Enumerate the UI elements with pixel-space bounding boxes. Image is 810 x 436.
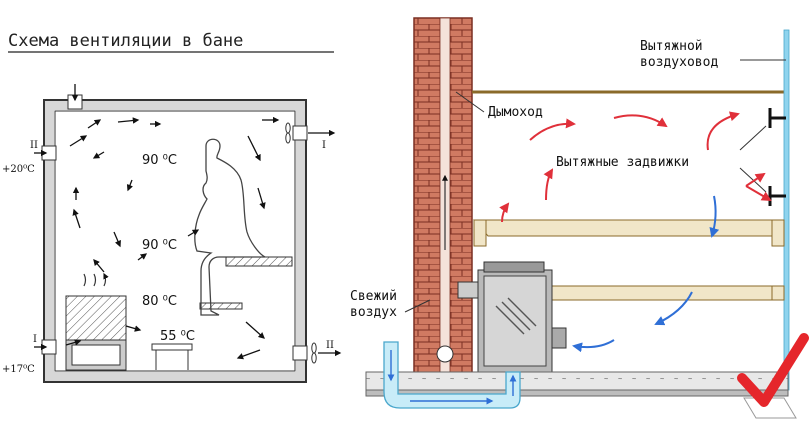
damper-leader-top <box>739 125 767 151</box>
upper-shelf-beam <box>472 219 785 247</box>
chimney-cleanout <box>436 345 454 363</box>
label-exhaust-duct-1: Вытяжной <box>640 39 703 54</box>
checkmark-icon <box>737 333 809 419</box>
exhaust-duct <box>783 29 790 391</box>
person-figure <box>194 138 266 316</box>
temp-inlet-top: +20⁰C <box>2 164 35 175</box>
label-roman-outlet-bottom: II <box>326 340 334 351</box>
fresh-air-duct <box>383 341 521 409</box>
label-exhaust-duct-2: воздуховод <box>640 55 718 70</box>
room-wall-outer <box>43 99 307 383</box>
label-roman-inlet-top: II <box>30 140 38 151</box>
room-wall-fill-bottom <box>45 372 305 381</box>
damper-top <box>768 108 786 128</box>
label-dampers: Вытяжные задвижки <box>556 155 689 170</box>
temp-label-90-mid: 90 ⁰C <box>142 238 177 253</box>
fan-icon <box>285 122 291 144</box>
chimney-leader <box>455 91 485 113</box>
temp-label-80: 80 ⁰C <box>142 294 177 309</box>
label-roman-outlet-top: I <box>322 140 326 151</box>
room-wall-fill-left <box>45 110 54 372</box>
fresh-air-leader <box>404 299 431 313</box>
cool-air-arrows <box>572 195 720 353</box>
step-shelf <box>199 302 243 310</box>
stove-unit <box>457 261 567 373</box>
lower-shelf-beam <box>551 285 785 301</box>
vent-right-bottom <box>292 345 308 361</box>
stove-ventilation-section: Вытяжной воздуховод Дымоход Вытяжные зад… <box>350 17 809 419</box>
floor-slab <box>365 371 789 391</box>
label-chimney: Дымоход <box>488 105 543 120</box>
small-bench <box>151 343 193 370</box>
air-circulation-arrows <box>65 116 280 360</box>
vent-right-top <box>292 125 308 141</box>
temp-label-90-top: 90 ⁰C <box>142 153 177 168</box>
stove <box>65 274 127 371</box>
diagram-title: Схема вентиляции в бане <box>8 31 243 51</box>
room-wall-inner <box>54 110 296 372</box>
temp-label-55: 55 ⁰C <box>160 329 195 344</box>
damper-bottom <box>768 186 786 206</box>
floor-base <box>365 389 789 397</box>
upper-shelf <box>225 256 293 267</box>
temp-inlet-bottom: +17⁰C <box>2 364 35 375</box>
warm-air-arrows <box>499 111 772 223</box>
label-fresh-air-1: Свежий <box>350 289 397 304</box>
sauna-room-section: II I I II +20⁰C +17⁰C 90 ⁰C 90 ⁰C 80 ⁰C … <box>2 84 342 383</box>
damper-leader-bottom <box>739 167 767 193</box>
fan-icon <box>311 342 317 364</box>
room-wall-fill-right <box>296 110 305 372</box>
label-fresh-air-2: воздух <box>350 305 397 320</box>
room-wall-fill-top <box>45 101 305 110</box>
label-roman-inlet-bottom: I <box>33 334 37 345</box>
